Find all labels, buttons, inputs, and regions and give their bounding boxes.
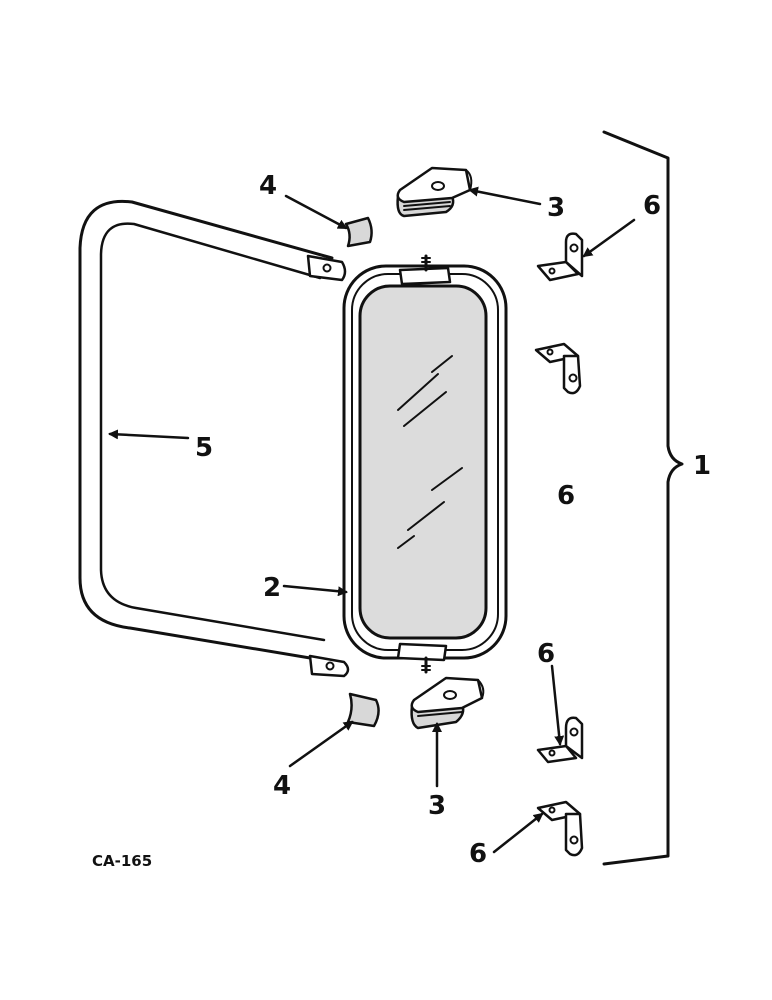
arrow-clamp-top xyxy=(284,194,348,230)
arrow-mount-top xyxy=(468,186,542,206)
mount-bracket-top xyxy=(396,166,473,218)
angle-bracket-c xyxy=(536,716,584,764)
leader-arrows xyxy=(108,186,636,854)
bracket-a-hole xyxy=(569,243,579,253)
bracket-b-hole xyxy=(568,373,578,383)
arm-upper-bolt-hole xyxy=(322,263,332,273)
assembly-bracket-brace xyxy=(602,130,684,866)
callout-bracket-a: 6 xyxy=(643,191,661,221)
bracket-d-foot-hole xyxy=(548,806,556,814)
arrow-bracket-a xyxy=(582,218,636,258)
angle-bracket-a xyxy=(536,232,584,282)
arrow-mirror-head xyxy=(282,584,348,597)
callout-bracket-d: 6 xyxy=(469,839,487,869)
clamp-top xyxy=(344,216,373,248)
bracket-b-foot-hole xyxy=(546,348,554,356)
angle-bracket-d xyxy=(536,800,584,857)
arm-lower-bolt-hole xyxy=(325,661,335,671)
arrow-clamp-bottom xyxy=(288,720,354,768)
callout-bracket-b: 6 xyxy=(557,481,575,511)
callout-clamp-bottom: 4 xyxy=(273,771,291,801)
callout-arm: 5 xyxy=(195,433,213,463)
mount-top-slot xyxy=(431,181,445,191)
mirror-arm xyxy=(78,199,350,678)
bracket-c-hole xyxy=(569,727,579,737)
arrow-bracket-d xyxy=(492,812,544,854)
clamp-bottom xyxy=(346,692,380,728)
angle-bracket-b xyxy=(534,342,582,395)
callout-mount-top: 3 xyxy=(547,193,565,223)
bracket-c-foot-hole xyxy=(548,749,556,757)
mount-bottom-slot xyxy=(443,690,457,700)
mirror-glass xyxy=(358,284,488,640)
bracket-a-foot-hole xyxy=(548,267,556,275)
callout-bracket-c: 6 xyxy=(537,639,555,669)
arrow-arm xyxy=(108,429,190,440)
callout-clamp-top: 4 xyxy=(259,171,277,201)
bracket-d-hole xyxy=(569,835,579,845)
callout-mirror-head: 2 xyxy=(263,573,281,603)
arrow-bracket-c xyxy=(550,664,565,746)
mirror-head xyxy=(342,254,508,674)
mount-bracket-bottom xyxy=(410,676,485,730)
callout-mount-bottom: 3 xyxy=(428,791,446,821)
figure-code: CA-165 xyxy=(92,852,152,870)
callout-assembly: 1 xyxy=(693,451,711,481)
